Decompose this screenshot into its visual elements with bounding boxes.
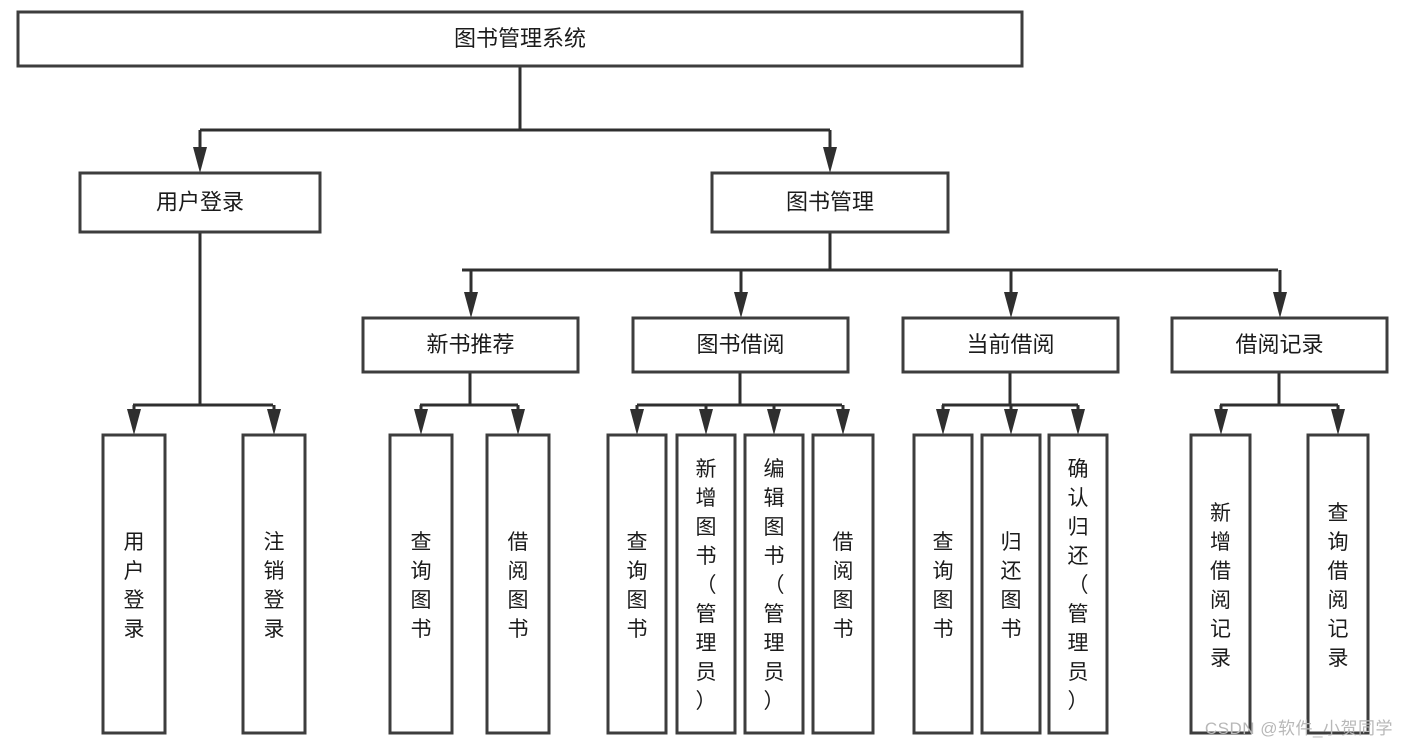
node-leaf-user-logout[interactable]: 注销登录: [241, 433, 307, 735]
connector-layer: [127, 66, 1345, 435]
node-layer: 图书管理系统用户登录图书管理新书推荐图书借阅当前借阅借阅记录用户登录注销登录查询…: [16, 10, 1389, 735]
node-user-login[interactable]: 用户登录: [78, 171, 322, 234]
node-leaf-return-book[interactable]: 归还图书: [980, 433, 1042, 735]
node-label: 确认归还（管理员）: [1068, 458, 1089, 713]
node-label: 查询图书: [933, 531, 954, 641]
node-book-manage[interactable]: 图书管理: [710, 171, 950, 234]
node-box[interactable]: [485, 433, 551, 735]
arrow-head-icon: [1331, 409, 1345, 435]
node-leaf-confirm-return[interactable]: 确认归还（管理员）: [1047, 433, 1109, 735]
node-root[interactable]: 图书管理系统: [16, 10, 1024, 68]
arrow-head-icon: [267, 409, 281, 435]
node-leaf-query-record[interactable]: 查询借阅记录: [1306, 433, 1370, 735]
node-label: 查询借阅记录: [1328, 502, 1349, 670]
node-label: 注销登录: [264, 531, 285, 641]
node-label: 新增图书（管理员）: [696, 458, 717, 713]
node-box[interactable]: [912, 433, 974, 735]
node-leaf-query-book-1[interactable]: 查询图书: [388, 433, 454, 735]
arrow-head-icon: [1214, 409, 1228, 435]
node-label: 图书管理系统: [454, 26, 586, 51]
arrow-head-icon: [414, 409, 428, 435]
arrow-head-icon: [464, 292, 478, 318]
node-box[interactable]: [16, 10, 1024, 68]
node-label: 借阅记录: [1235, 332, 1323, 357]
arrow-head-icon: [823, 147, 837, 173]
node-box[interactable]: [1189, 433, 1252, 735]
node-label: 用户登录: [124, 531, 145, 641]
node-label: 查询图书: [411, 531, 432, 641]
node-box[interactable]: [980, 433, 1042, 735]
node-label: 当前借阅: [966, 332, 1054, 357]
arrow-head-icon: [1071, 409, 1085, 435]
node-box[interactable]: [710, 171, 950, 234]
arrow-head-icon: [936, 409, 950, 435]
arrow-head-icon: [193, 147, 207, 173]
node-label: 图书管理: [786, 189, 874, 214]
node-borrow-record[interactable]: 借阅记录: [1170, 316, 1389, 374]
node-label: 借阅图书: [508, 531, 529, 641]
node-box[interactable]: [1170, 316, 1389, 374]
node-label: 归还图书: [1001, 531, 1022, 641]
arrow-head-icon: [511, 409, 525, 435]
node-book-borrow[interactable]: 图书借阅: [631, 316, 850, 374]
watermark-label: CSDN @软件_小贺同学: [1204, 719, 1393, 738]
node-box[interactable]: [631, 316, 850, 374]
node-new-book-rec[interactable]: 新书推荐: [361, 316, 580, 374]
node-box[interactable]: [388, 433, 454, 735]
node-label: 图书借阅: [696, 332, 784, 357]
node-box[interactable]: [811, 433, 875, 735]
node-leaf-user-login[interactable]: 用户登录: [101, 433, 167, 735]
arrow-head-icon: [734, 292, 748, 318]
node-box[interactable]: [361, 316, 580, 374]
node-box[interactable]: [1047, 433, 1109, 735]
arrow-head-icon: [1273, 292, 1287, 318]
node-current-borrow[interactable]: 当前借阅: [901, 316, 1120, 374]
arrow-head-icon: [1004, 409, 1018, 435]
node-label: 新书推荐: [426, 332, 514, 357]
node-label: 编辑图书（管理员）: [764, 458, 785, 713]
node-box[interactable]: [101, 433, 167, 735]
arrow-head-icon: [767, 409, 781, 435]
node-leaf-borrow-book-1[interactable]: 借阅图书: [485, 433, 551, 735]
node-box[interactable]: [901, 316, 1120, 374]
arrow-head-icon: [836, 409, 850, 435]
node-box[interactable]: [241, 433, 307, 735]
node-box[interactable]: [675, 433, 737, 735]
node-box[interactable]: [1306, 433, 1370, 735]
node-label: 借阅图书: [833, 531, 854, 641]
node-label: 查询图书: [627, 531, 648, 641]
node-label: 新增借阅记录: [1210, 502, 1231, 670]
node-leaf-query-book-3[interactable]: 查询图书: [912, 433, 974, 735]
arrow-head-icon: [699, 409, 713, 435]
node-leaf-query-book-2[interactable]: 查询图书: [606, 433, 668, 735]
arrow-head-icon: [1004, 292, 1018, 318]
node-leaf-add-book[interactable]: 新增图书（管理员）: [675, 433, 737, 735]
arrow-head-icon: [630, 409, 644, 435]
node-box[interactable]: [743, 433, 805, 735]
arrow-head-icon: [127, 409, 141, 435]
node-leaf-borrow-book-2[interactable]: 借阅图书: [811, 433, 875, 735]
node-leaf-add-record[interactable]: 新增借阅记录: [1189, 433, 1252, 735]
node-label: 用户登录: [156, 189, 244, 214]
node-leaf-edit-book[interactable]: 编辑图书（管理员）: [743, 433, 805, 735]
node-box[interactable]: [78, 171, 322, 234]
node-box[interactable]: [606, 433, 668, 735]
